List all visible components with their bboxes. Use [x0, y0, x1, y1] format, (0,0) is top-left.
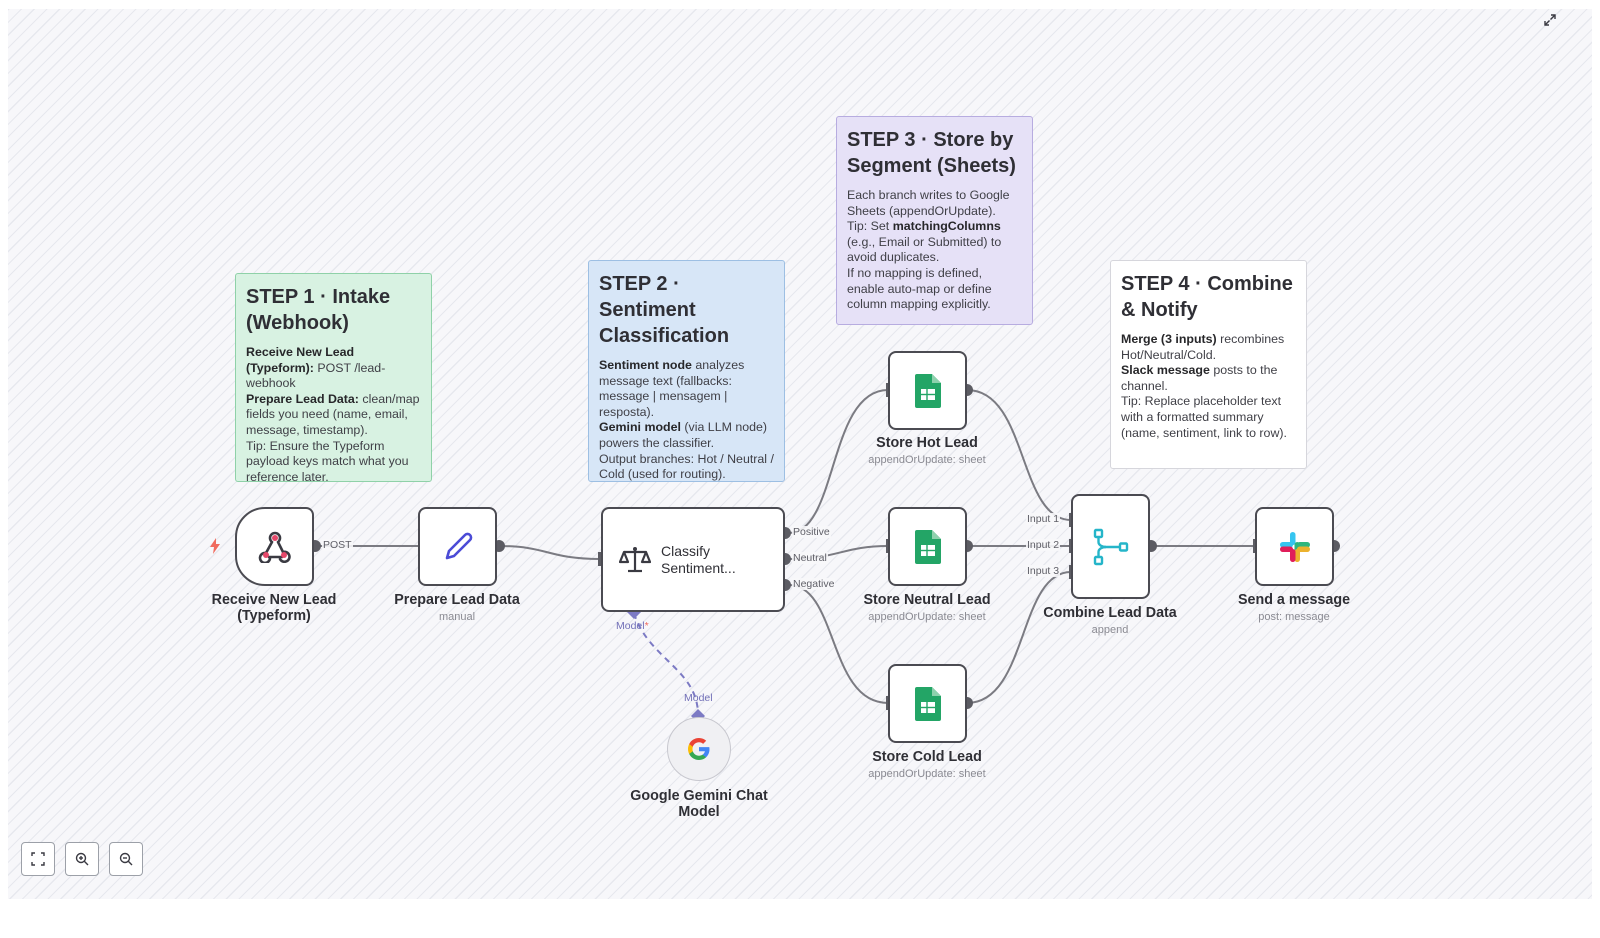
handle-label-neutral: Neutral [792, 552, 828, 564]
node-classify-sentiment[interactable]: Classify Sentiment... [601, 507, 785, 612]
node-combine-subtitle: append [1091, 624, 1129, 636]
pencil-icon [445, 532, 472, 559]
note-step3-line2-text: (e.g., Email or Submitted) to avoid dupl… [847, 234, 1002, 265]
note-step3-line2-pre: Tip: Set [847, 219, 890, 234]
google-sheets-icon [914, 529, 941, 564]
note-step1[interactable]: STEP 1 · Intake (Webhook) Receive New Le… [235, 273, 432, 484]
google-icon [688, 738, 710, 760]
note-step1-line2-bold: Prepare Lead Data: [246, 391, 359, 406]
note-step1-title: STEP 1 · Intake (Webhook) [246, 286, 391, 334]
edge-prepare-classify [498, 545, 601, 560]
node-gemini-label-line1: Google Gemini Chat [630, 788, 768, 804]
note-step1-line3-text: Tip: Ensure the Typeform payload keys ma… [246, 438, 409, 484]
scale-icon [619, 546, 651, 572]
node-neutral-label: Store Neutral Lead [863, 592, 991, 608]
trigger-bolt-icon [210, 538, 220, 554]
edge-negative-cold [788, 584, 889, 704]
note-step2-line1-text: analyzes message text (fallbacks: messag… [599, 358, 745, 419]
node-gemini-label: Google Gemini Chat Model [630, 788, 767, 820]
handle-label-input3: Input 3 [1026, 565, 1061, 577]
note-step2-line2-bold: Gemini model [599, 420, 681, 435]
node-receive-label: Receive New Lead (Typeform) [212, 592, 337, 624]
node-classify-title: Classify Sentiment... [661, 543, 736, 577]
edge-model [633, 612, 699, 716]
note-step3[interactable]: STEP 3 · Store by Segment (Sheets) Each … [836, 116, 1033, 325]
note-step4-line1-bold: Merge (3 inputs) [1121, 332, 1217, 346]
note-step3-title: STEP 3 · Store by Segment (Sheets) [847, 129, 1016, 177]
note-step4-line2-bold: Slack message [1121, 363, 1210, 378]
node-classify-title-line2: Sentiment... [661, 559, 736, 576]
node-neutral-subtitle: appendOrUpdate: sheet [868, 611, 986, 623]
node-slack-label: Send a message [1237, 592, 1351, 608]
note-step1-line1-text: POST /lead-webhook [246, 360, 386, 391]
handle-label-positive: Positive [792, 526, 831, 538]
note-step3-line2-bold: matchingColumns [892, 219, 1001, 234]
node-receive-label-line1: Receive New Lead [211, 592, 337, 608]
node-google-gemini[interactable] [667, 717, 731, 781]
webhook-icon [258, 531, 291, 563]
handle-label-model-out: Model* [616, 620, 649, 632]
zoom-out-icon [119, 852, 133, 866]
slack-icon [1279, 531, 1310, 562]
zoom-in-icon [75, 852, 89, 866]
google-sheets-icon [914, 686, 941, 721]
node-combine-lead-data[interactable] [1071, 494, 1150, 599]
note-step3-line3-text: If no mapping is defined, enable auto-ma… [847, 265, 992, 312]
note-step2-line2-text: (via LLM node) powers the classifier. [599, 420, 768, 450]
node-store-hot-lead[interactable] [888, 351, 967, 430]
handle-label-model-in: Model [684, 692, 713, 704]
zoom-in-button[interactable] [65, 842, 99, 876]
node-receive-new-lead[interactable] [235, 507, 314, 586]
handle-label-post: POST [322, 539, 353, 551]
node-hot-label: Store Hot Lead [876, 435, 978, 451]
node-receive-label-line2: (Typeform) [237, 608, 311, 624]
node-slack-subtitle: post: message [1258, 611, 1330, 623]
node-send-message[interactable] [1255, 507, 1334, 586]
node-gemini-label-line2: Model [678, 804, 720, 820]
node-prepare-subtitle: manual [438, 611, 476, 623]
zoom-out-button[interactable] [109, 842, 143, 876]
fit-view-icon [31, 852, 45, 866]
required-asterisk: * [644, 620, 649, 632]
node-cold-subtitle: appendOrUpdate: sheet [868, 768, 986, 780]
node-cold-label: Store Cold Lead [872, 749, 982, 765]
note-step2-title: STEP 2 · Sentiment Classification [599, 273, 730, 347]
fit-view-button[interactable] [21, 842, 55, 876]
node-store-cold-lead[interactable] [888, 664, 967, 743]
workflow-canvas[interactable]: STEP 1 · Intake (Webhook) Receive New Le… [8, 9, 1592, 899]
handle-label-model-out-text: Model [616, 620, 645, 632]
node-prepare-lead-data[interactable] [418, 507, 497, 586]
note-step4-line2-text: posts to the channel. [1121, 363, 1278, 393]
handle-label-input1: Input 1 [1026, 513, 1061, 525]
merge-icon [1093, 528, 1128, 565]
google-sheets-icon [914, 373, 941, 408]
note-step1-line1-bold: Receive New Lead (Typeform): [246, 345, 355, 375]
note-step1-line2-text: clean/map fields you need (name, email, … [246, 391, 420, 437]
note-step4-line1-text: recombines Hot/Neutral/Cold. [1121, 332, 1285, 362]
note-step2-line3-text: Output branches: Hot / Neutral / Cold (u… [599, 451, 774, 482]
node-classify-title-line1: Classify [661, 542, 711, 559]
note-step3-line1-text: Each branch writes to Google Sheets (app… [847, 188, 1010, 218]
node-prepare-label: Prepare Lead Data [394, 592, 520, 608]
edge-cold-combine [966, 571, 1072, 704]
node-store-neutral-lead[interactable] [888, 507, 967, 586]
handle-label-input2: Input 2 [1026, 539, 1061, 551]
node-hot-subtitle: appendOrUpdate: sheet [868, 454, 986, 466]
note-step4-title: STEP 4 · Combine & Notify [1121, 273, 1293, 321]
node-combine-label: Combine Lead Data [1043, 605, 1177, 621]
expand-icon[interactable] [1543, 13, 1557, 27]
note-step4[interactable]: STEP 4 · Combine & Notify Merge (3 input… [1110, 260, 1307, 469]
note-step4-line3-text: Tip: Replace placeholder text with a for… [1121, 394, 1287, 440]
note-step2-line1-bold: Sentiment node [599, 358, 692, 372]
note-step2[interactable]: STEP 2 · Sentiment Classification Sentim… [588, 260, 785, 482]
handle-label-negative: Negative [792, 578, 836, 590]
